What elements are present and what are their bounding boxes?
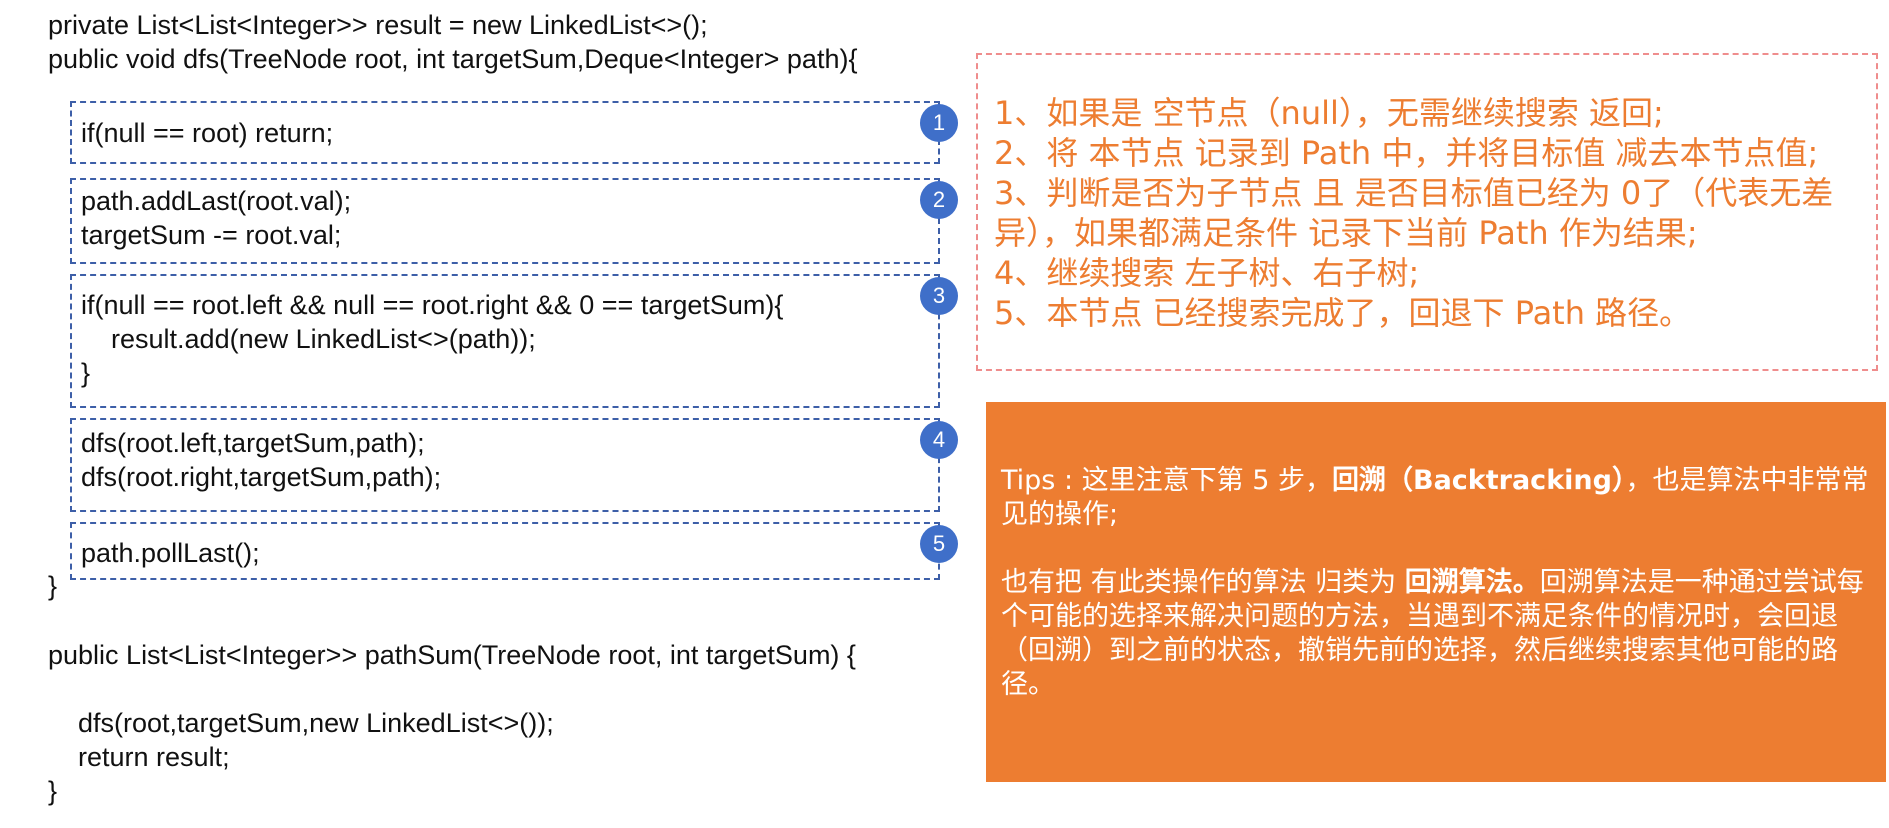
tips-paragraph-1: Tips : 这里注意下第 5 步，回溯（Backtracking），也是算法中… bbox=[1001, 464, 1873, 532]
code-line: if(null == root.left && null == root.rig… bbox=[81, 290, 784, 320]
explanation-step-1: 1、如果是 空节点（null），无需继续搜索 返回; bbox=[994, 94, 1664, 132]
code-line: path.addLast(root.val); bbox=[81, 186, 352, 216]
code-line-dfs-close: } bbox=[48, 571, 58, 601]
tips-p2-prefix: 也有把 有此类操作的算法 归类为 bbox=[1001, 567, 1405, 598]
tips-box: Tips : 这里注意下第 5 步，回溯（Backtracking），也是算法中… bbox=[986, 402, 1886, 782]
code-line-dfs-call: dfs(root,targetSum,new LinkedList<>()); bbox=[48, 708, 554, 738]
step-number-badge: 3 bbox=[920, 277, 958, 315]
explanation-step-4: 4、继续搜索 左子树、右子树; bbox=[994, 254, 1420, 292]
code-line-pathsum-signature: public List<List<Integer>> pathSum(TreeN… bbox=[48, 640, 856, 670]
step-number-badge: 2 bbox=[920, 181, 958, 219]
explanation-step-5: 5、本节点 已经搜索完成了，回退下 Path 路径。 bbox=[994, 294, 1692, 332]
step-box-2: path.addLast(root.val); targetSum -= roo… bbox=[70, 178, 958, 264]
code-line: dfs(root.left,targetSum,path); bbox=[81, 428, 425, 458]
tips-p1-suffix: ，也是算法中非常常见的操作; bbox=[1001, 465, 1869, 530]
step-box-4: dfs(root.left,targetSum,path); dfs(root.… bbox=[70, 418, 958, 512]
step-number-badge: 5 bbox=[920, 525, 958, 563]
tips-p2-bold: 回溯算法。 bbox=[1404, 567, 1540, 598]
step-box-5: path.pollLast(); 5 bbox=[70, 522, 958, 580]
code-line: result.add(new LinkedList<>(path)); bbox=[81, 324, 536, 354]
step-box-3: if(null == root.left && null == root.rig… bbox=[70, 274, 958, 408]
tips-paragraph-2: 也有把 有此类操作的算法 归类为 回溯算法。回溯算法是一种通过尝试每个可能的选择… bbox=[1001, 566, 1873, 702]
code-line: dfs(root.right,targetSum,path); bbox=[81, 462, 442, 492]
explanation-text: 1、如果是 空节点（null），无需继续搜索 返回; 2、将 本节点 记录到 P… bbox=[994, 93, 1864, 333]
code-line: if(null == root) return; bbox=[81, 118, 334, 148]
code-line-return: return result; bbox=[48, 742, 230, 772]
step-number-badge: 4 bbox=[920, 421, 958, 459]
tips-p2-suffix: 回溯算法是一种通过尝试每个可能的选择来解决问题的方法，当遇到不满足条件的情况时，… bbox=[1001, 567, 1864, 700]
step-number-badge: 1 bbox=[920, 104, 958, 142]
code-line-pathsum-close: } bbox=[48, 776, 58, 806]
code-line: } bbox=[81, 358, 91, 388]
code-line-result-decl: private List<List<Integer>> result = new… bbox=[48, 10, 708, 40]
tips-p1-prefix: Tips : 这里注意下第 5 步， bbox=[1001, 465, 1332, 496]
code-line: targetSum -= root.val; bbox=[81, 220, 342, 250]
explanation-step-3: 3、判断是否为子节点 且 是否目标值已经为 0了（代表无差异），如果都满足条件 … bbox=[994, 174, 1834, 252]
explanation-step-2: 2、将 本节点 记录到 Path 中，并将目标值 减去本节点值; bbox=[994, 134, 1819, 172]
tips-text: Tips : 这里注意下第 5 步，回溯（Backtracking），也是算法中… bbox=[1001, 464, 1873, 702]
step-box-1: if(null == root) return; 1 bbox=[70, 101, 958, 164]
paragraph-gap bbox=[1001, 532, 1873, 566]
code-line-dfs-signature: public void dfs(TreeNode root, int targe… bbox=[48, 44, 858, 74]
tips-p1-bold: 回溯（Backtracking） bbox=[1331, 465, 1626, 496]
explanation-box: 1、如果是 空节点（null），无需继续搜索 返回; 2、将 本节点 记录到 P… bbox=[976, 53, 1878, 371]
code-line: path.pollLast(); bbox=[81, 538, 260, 568]
